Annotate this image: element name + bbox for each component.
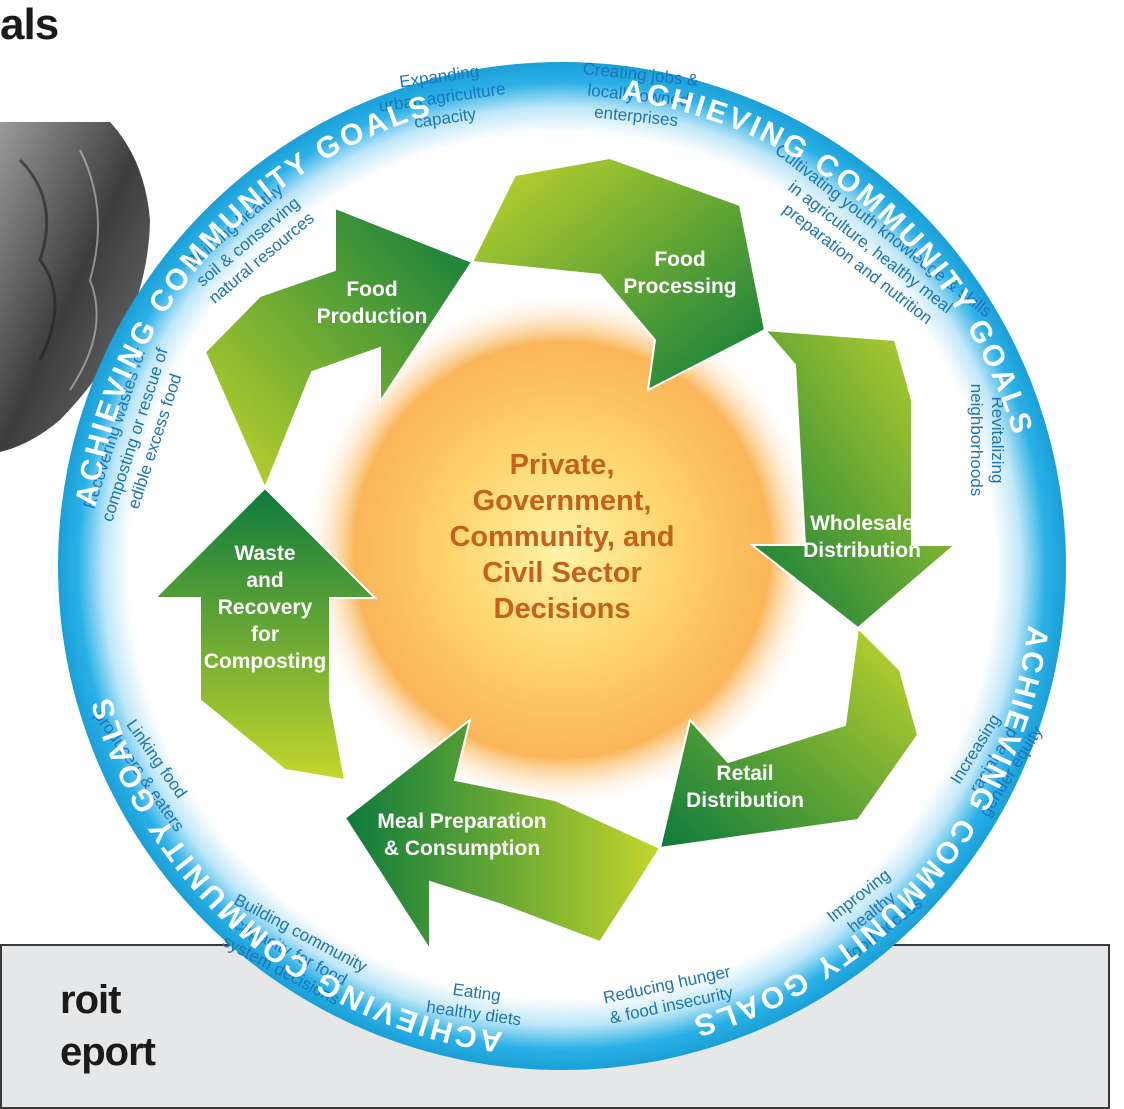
- stage-label: Meal Preparation& Consumption: [377, 810, 546, 860]
- goal-label: Expandingurban agriculturecapacity: [375, 58, 510, 136]
- cycle-arrows: [152, 156, 958, 954]
- cycle-arrow: [343, 717, 662, 954]
- page-title-fragment: als: [0, 0, 59, 49]
- photo-fragment: [0, 122, 150, 452]
- goal-label: Revitalizingneighborhoods: [967, 384, 1007, 496]
- cycle-arrow: [203, 206, 474, 491]
- center-glow: [302, 290, 822, 810]
- goal-label: Increasingracial andgender equity: [940, 700, 1047, 820]
- report-title-line-1: roit: [60, 978, 121, 1022]
- report-title-line-2: eport: [60, 1030, 156, 1074]
- cycle-arrow: [152, 486, 378, 782]
- cycle-arrow: [749, 328, 958, 630]
